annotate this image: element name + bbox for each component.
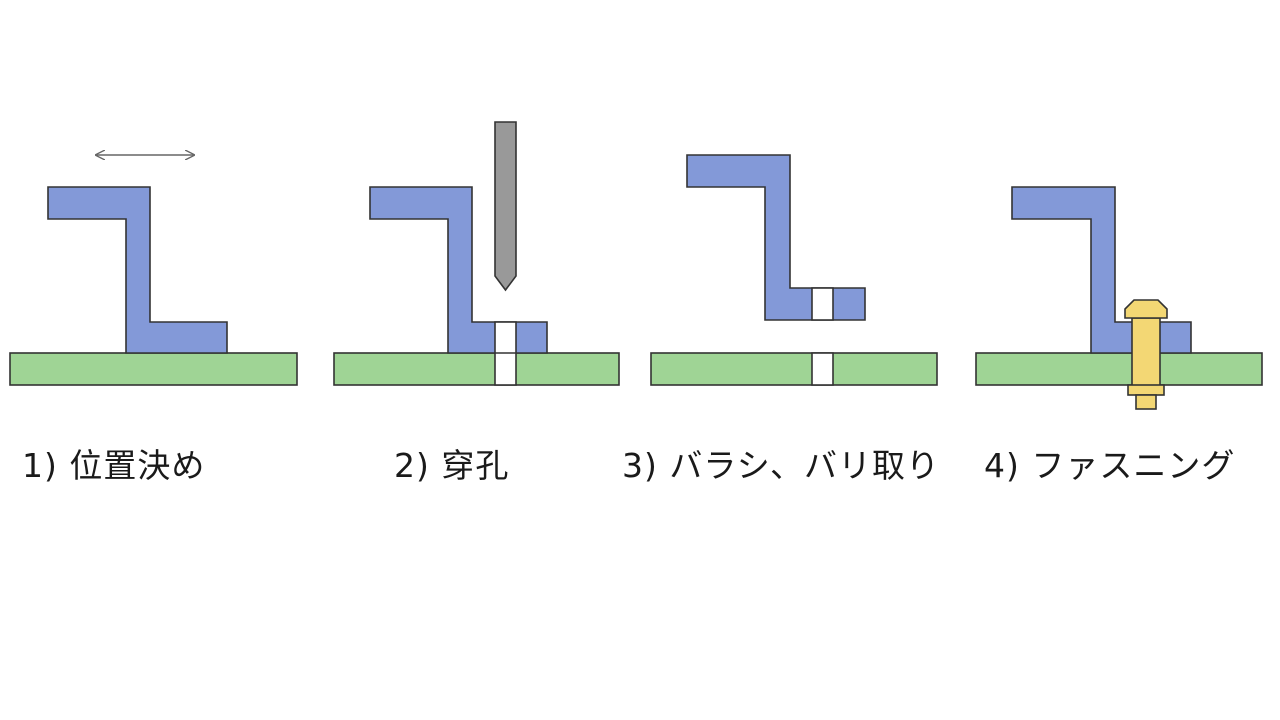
step-3-label: 3) バラシ、バリ取り [622, 446, 941, 485]
base-plate [650, 352, 938, 386]
step-3-deburring [650, 154, 938, 386]
bracket-hole [811, 287, 834, 321]
base-plate [333, 352, 620, 386]
drill-bit [494, 121, 517, 292]
step-1-positioning [9, 155, 298, 386]
z-bracket [686, 154, 866, 321]
step-4-fastening [975, 186, 1263, 410]
bolt-icon [1124, 299, 1168, 410]
step-4-label: 4) ファスニング [984, 446, 1236, 485]
base-plate [9, 352, 298, 386]
step-2-label: 2) 穿孔 [394, 446, 510, 485]
base-plate [975, 352, 1263, 386]
base-hole [811, 352, 834, 386]
step-1-label: 1) 位置決め [22, 446, 206, 485]
z-bracket [369, 186, 548, 354]
z-bracket [1011, 186, 1192, 354]
step-2-drilling [333, 121, 620, 386]
z-bracket [47, 186, 228, 354]
